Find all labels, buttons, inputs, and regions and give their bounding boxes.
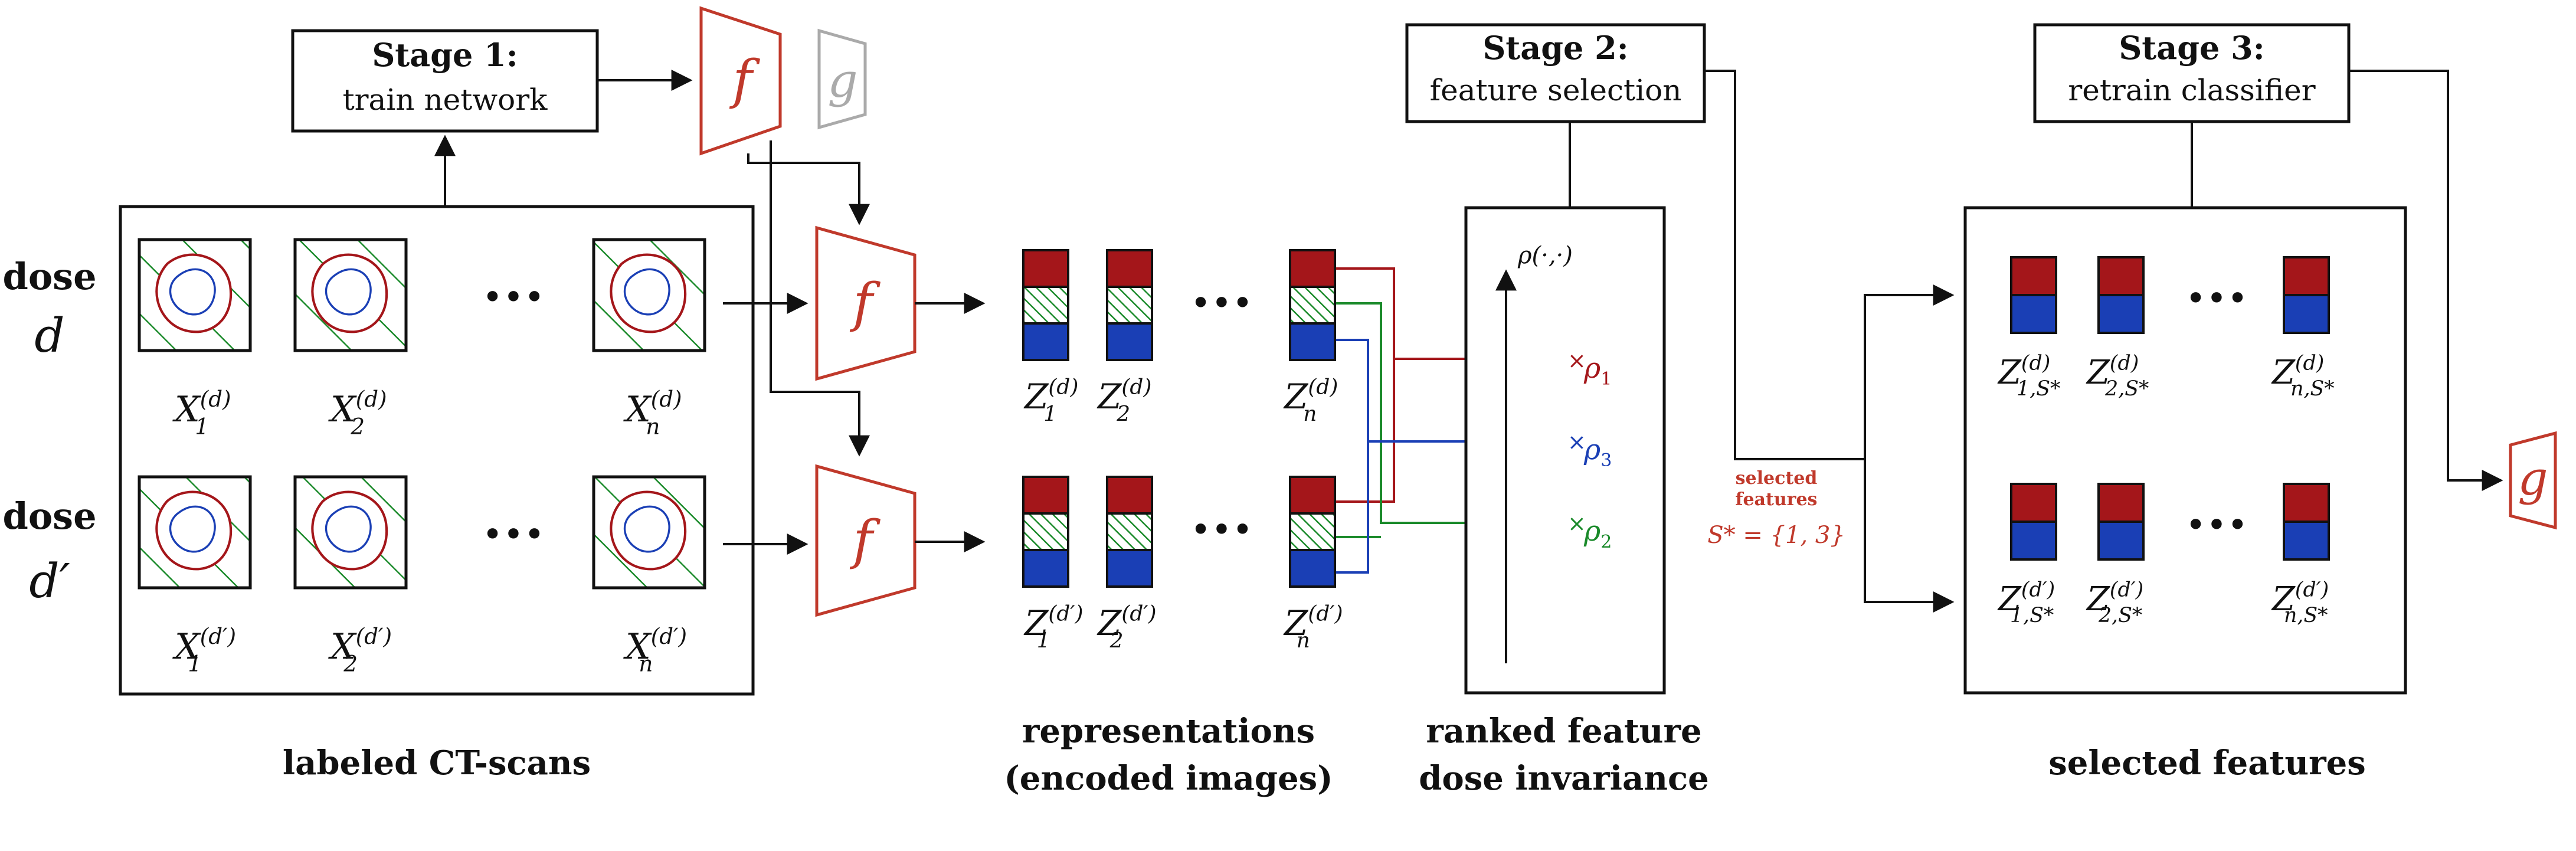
rho-1: × ρ1 bbox=[1567, 348, 1612, 390]
feature-stack bbox=[2283, 256, 2330, 334]
feature-stack bbox=[1106, 476, 1153, 588]
feature-stack bbox=[1106, 249, 1153, 361]
dose-label-dprime: dose bbox=[2, 495, 96, 538]
feature-stack bbox=[1022, 476, 1069, 588]
network-f-dose-dprime: f bbox=[815, 464, 917, 617]
network-f-dose-d: f bbox=[815, 225, 917, 381]
math-label: Z(d′)2 bbox=[1096, 602, 1157, 653]
stage2-box: Stage 2: feature selection bbox=[1405, 23, 1706, 123]
feature-stack bbox=[1289, 249, 1336, 361]
math-label: X(d′)n bbox=[623, 623, 687, 677]
ct-scan-tile bbox=[592, 238, 706, 352]
math-label: Z(d′)2,S* bbox=[2086, 578, 2143, 627]
stage3-box: Stage 3: retrain classifier bbox=[2033, 23, 2351, 123]
arrow-selection-to-d bbox=[1864, 284, 1955, 459]
ranking-box bbox=[1464, 206, 1666, 695]
feature-stack bbox=[2283, 483, 2330, 561]
svg-text:ρ3: ρ3 bbox=[1583, 433, 1612, 471]
svg-text:×: × bbox=[1567, 348, 1586, 374]
math-label: X(d)2 bbox=[328, 386, 387, 440]
ct-scan-tile bbox=[293, 475, 408, 590]
ct-scan-tile bbox=[138, 238, 252, 352]
selected-features-label-2: features bbox=[1736, 489, 1818, 510]
math-label: Z(d′)1 bbox=[1023, 602, 1084, 653]
stage1-box: Stage 1: train network bbox=[291, 29, 599, 133]
feature-stack bbox=[2010, 256, 2057, 334]
math-label: X(d′)2 bbox=[328, 623, 392, 677]
scan-ellipsis: ••• bbox=[482, 277, 545, 318]
math-label: Z(d)1,S* bbox=[1997, 351, 2060, 401]
svg-text:×: × bbox=[1567, 429, 1586, 455]
svg-text:Stage 3:: Stage 3: bbox=[2119, 29, 2264, 67]
rho-3: × ρ3 bbox=[1567, 429, 1612, 471]
feature-stack bbox=[1022, 249, 1069, 361]
math-label: X(d′)1 bbox=[172, 623, 236, 677]
selected-features-label-1: selected bbox=[1736, 468, 1818, 489]
repr-ellipsis: ••• bbox=[1190, 509, 1253, 551]
stage1-title: Stage 1: bbox=[372, 36, 518, 74]
math-label: Z(d)n bbox=[1283, 375, 1338, 426]
math-label: Z(d′)n,S* bbox=[2271, 578, 2329, 627]
route-stage2-to-selection bbox=[1704, 70, 1865, 460]
svg-text:feature selection: feature selection bbox=[1430, 73, 1682, 107]
math-label: X(d)1 bbox=[172, 386, 231, 440]
selected-ellipsis: ••• bbox=[2185, 505, 2248, 546]
selected-box bbox=[1963, 206, 2407, 695]
feature-stack bbox=[2097, 256, 2145, 334]
network-g-final: g bbox=[2509, 431, 2557, 530]
svg-text:ρ2: ρ2 bbox=[1583, 515, 1612, 552]
svg-text:ρ1: ρ1 bbox=[1583, 352, 1612, 390]
svg-text:×: × bbox=[1567, 510, 1586, 536]
feature-stack bbox=[2097, 483, 2145, 561]
feature-stack bbox=[1289, 476, 1336, 588]
caption-rank-1: ranked feature bbox=[1426, 712, 1701, 751]
ct-scan-tile bbox=[138, 475, 252, 590]
dose-label-d: dose bbox=[2, 255, 96, 298]
math-label: Z(d′)1,S* bbox=[1997, 578, 2055, 627]
arrow-f-to-f2 bbox=[770, 140, 870, 457]
dose-dprime: d′ bbox=[29, 554, 70, 608]
network-f-top: f bbox=[699, 6, 782, 156]
caption-rank-2: dose invariance bbox=[1419, 759, 1708, 798]
network-g-top: g bbox=[817, 28, 867, 130]
caption-scans: labeled CT-scans bbox=[283, 744, 591, 783]
svg-text:g: g bbox=[2518, 451, 2548, 506]
arrow-f-to-f1 bbox=[747, 153, 870, 225]
math-label: Z(d)2 bbox=[1096, 375, 1151, 426]
feature-stack bbox=[2010, 483, 2057, 561]
svg-text:Stage 2:: Stage 2: bbox=[1482, 29, 1628, 67]
caption-repr-2: (encoded images) bbox=[1004, 759, 1333, 798]
math-label: X(d)n bbox=[623, 386, 682, 440]
ct-scan-tile bbox=[293, 238, 408, 352]
scan-ellipsis: ••• bbox=[482, 514, 545, 555]
math-label: Z(d)1 bbox=[1023, 375, 1078, 426]
svg-text:retrain classifier: retrain classifier bbox=[2068, 73, 2315, 107]
route-red-dp bbox=[1336, 359, 1395, 503]
caption-selected: selected features bbox=[2048, 744, 2366, 783]
repr-ellipsis: ••• bbox=[1190, 283, 1253, 324]
stage1-subtitle: train network bbox=[343, 83, 548, 117]
math-label: Z(d)2,S* bbox=[2086, 351, 2149, 401]
ct-scan-tile bbox=[592, 475, 706, 590]
arrow-selection-to-dp bbox=[1864, 459, 1955, 613]
math-label: Z(d)n,S* bbox=[2271, 351, 2335, 401]
caption-repr-1: representations bbox=[1022, 712, 1315, 751]
arrow-stage3-to-g bbox=[2349, 70, 2503, 491]
dose-d: d bbox=[34, 308, 64, 363]
rho-2: × ρ2 bbox=[1567, 510, 1612, 552]
route-blue-dp bbox=[1336, 441, 1369, 574]
math-label: Z(d′)n bbox=[1283, 602, 1343, 653]
selected-ellipsis: ••• bbox=[2185, 278, 2248, 319]
svg-text:g: g bbox=[827, 53, 857, 108]
selected-set: S* = {1, 3} bbox=[1707, 522, 1845, 549]
ranking-axis-label: ρ(·,·) bbox=[1517, 242, 1573, 269]
